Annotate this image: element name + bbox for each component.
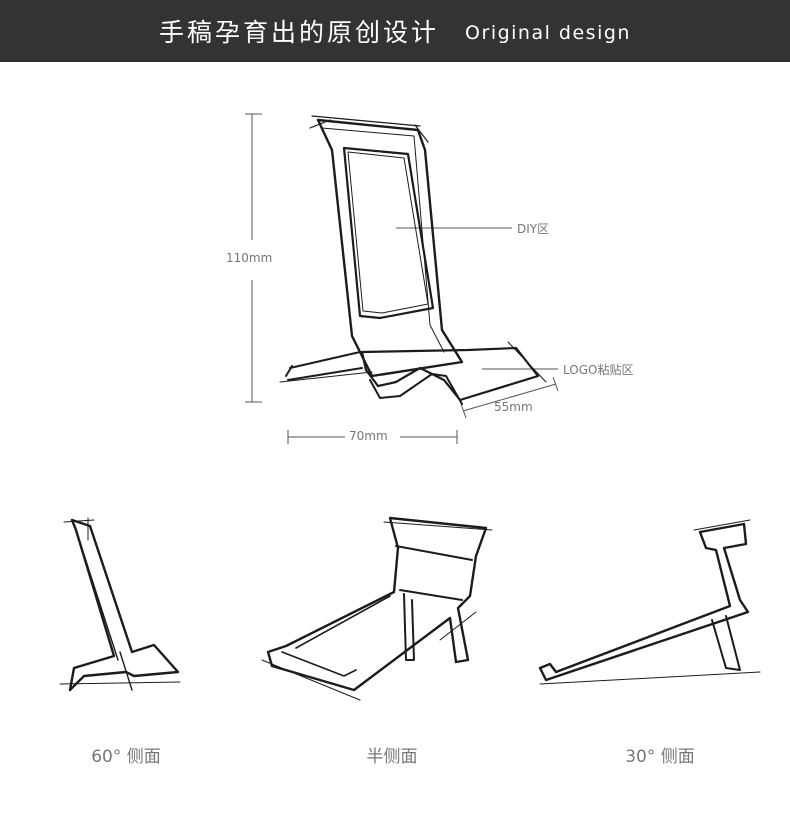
- diy-area-label: DIY区: [517, 222, 550, 236]
- side-view-30-sketch: [538, 519, 761, 685]
- width-dimension-line: [287, 430, 458, 444]
- caption-60-side: 60° 侧面: [91, 747, 161, 767]
- header-banner: 手稿孕育出的原创设计 Original design: [0, 0, 790, 62]
- height-dimension-line: [245, 113, 262, 403]
- depth-dimension-line: [460, 376, 559, 419]
- caption-30-side: 30° 侧面: [625, 747, 695, 767]
- side-view-half-sketch: [261, 516, 493, 701]
- height-label: 110mm: [226, 251, 273, 265]
- logo-area-label: LOGO粘贴区: [563, 363, 634, 377]
- front-stand-sketch: [279, 115, 547, 405]
- caption-half-side: 半侧面: [366, 747, 418, 767]
- side-view-60-sketch: [59, 517, 181, 692]
- width-label: 70mm: [349, 429, 388, 443]
- header-title-cn: 手稿孕育出的原创设计: [159, 18, 440, 47]
- depth-label: 55mm: [494, 400, 533, 414]
- header-title-en: Original design: [465, 22, 631, 44]
